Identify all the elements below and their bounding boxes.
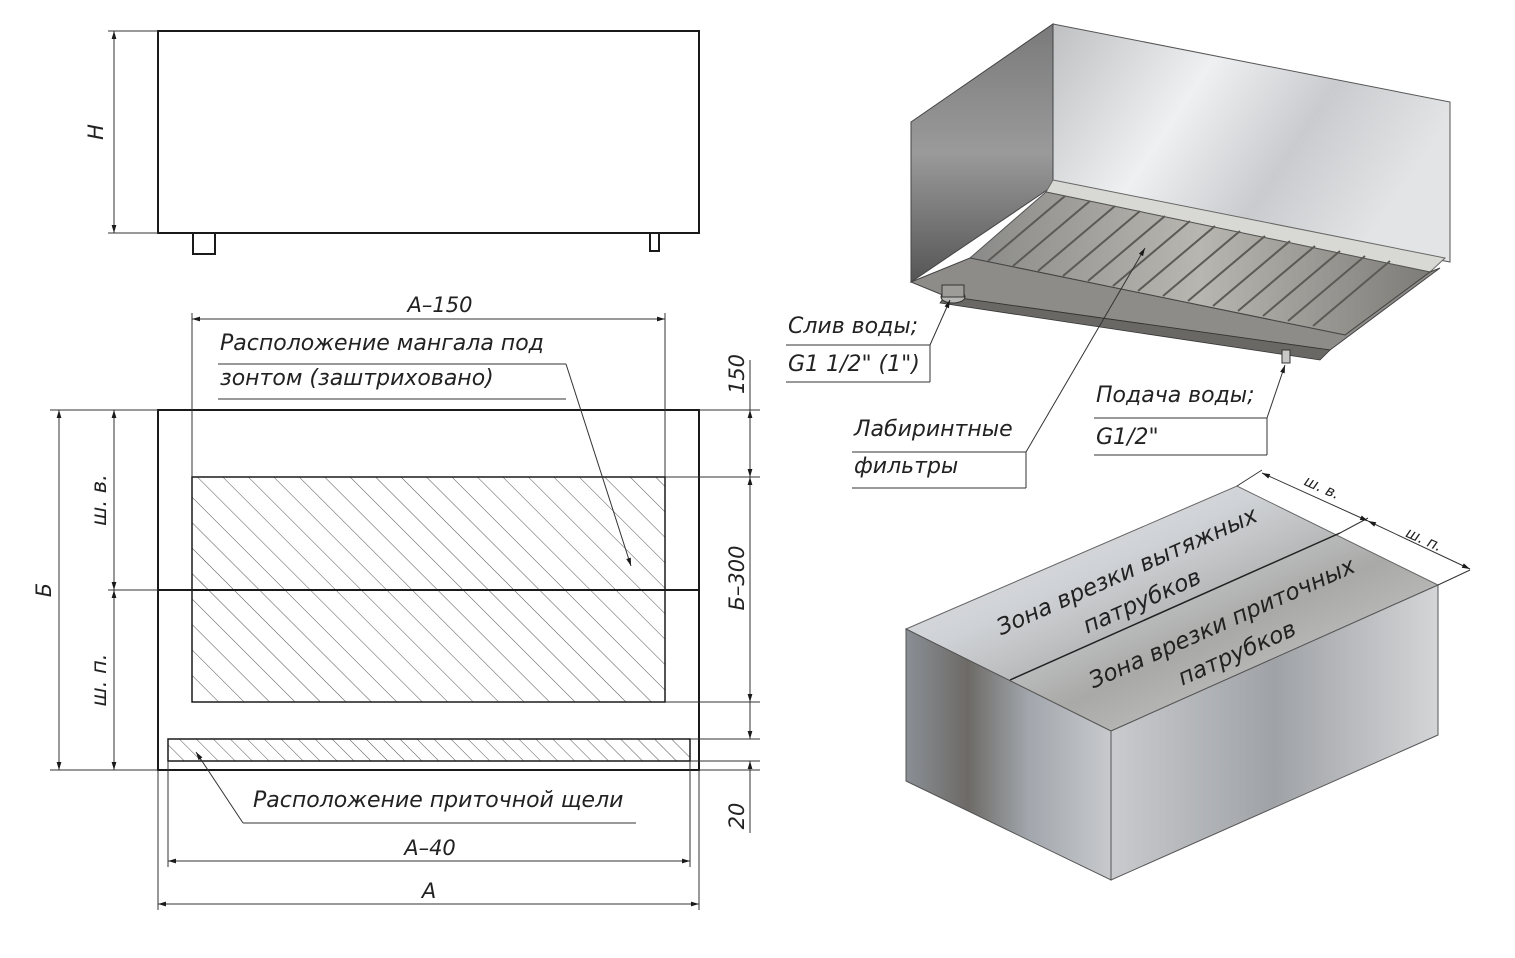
hood-top-3d-view: ш. в. ш. п. Зона врезки вытяжных патрубк…: [904, 469, 1471, 881]
slot-width-label: А–40: [402, 836, 456, 860]
depth-label: Б: [32, 583, 56, 597]
inner-depth-label: Б–300: [725, 546, 749, 611]
grill-callout-line2: зонтом (заштриховано): [220, 366, 494, 391]
inner-width-label: А–150: [406, 293, 473, 317]
box-right-face: [1110, 584, 1439, 881]
filters-callout-line1: Лабиринтные: [853, 417, 1013, 442]
front-view: H: [84, 30, 700, 255]
front-view-body: [157, 30, 700, 234]
filter-slats: [987, 195, 1391, 327]
width-label: А: [420, 879, 436, 903]
water-supply-callout-line2: G1/2": [1096, 425, 1159, 450]
filters-callout-line2: фильтры: [854, 454, 958, 479]
slot-callout: Расположение приточной щели: [253, 788, 623, 813]
hood-3d-view: Слив воды; G1 1/2" (1") Лабиринтные филь…: [786, 23, 1451, 489]
water-supply-callout-line1: Подача воды;: [1096, 383, 1255, 408]
drain-callout-line2: G1 1/2" (1"): [788, 352, 920, 377]
supply-width-label: ш. п.: [87, 654, 111, 707]
supply-slot: [167, 738, 691, 762]
grill-callout-line1: Расположение мангала под: [220, 331, 544, 356]
iso-exhaust-width-label: ш. в.: [1302, 472, 1343, 503]
zone-divider: [1009, 532, 1341, 681]
drain-callout-line1: Слив воды;: [788, 314, 918, 339]
water-inlet-fitting: [1281, 349, 1291, 364]
exhaust-width-label: ш. в.: [87, 474, 111, 526]
height-label: H: [84, 124, 108, 140]
iso-supply-width-label: ш. п.: [1403, 524, 1445, 556]
plan-view: А–150 А–40 А Б ш. в. ш. п. 150 Б–300 20 …: [32, 293, 760, 910]
top-gap-label: 150: [725, 354, 749, 394]
water-inlet-stub: [649, 232, 660, 252]
slot-gap-label: 20: [725, 803, 749, 830]
drain-stub: [192, 232, 216, 255]
